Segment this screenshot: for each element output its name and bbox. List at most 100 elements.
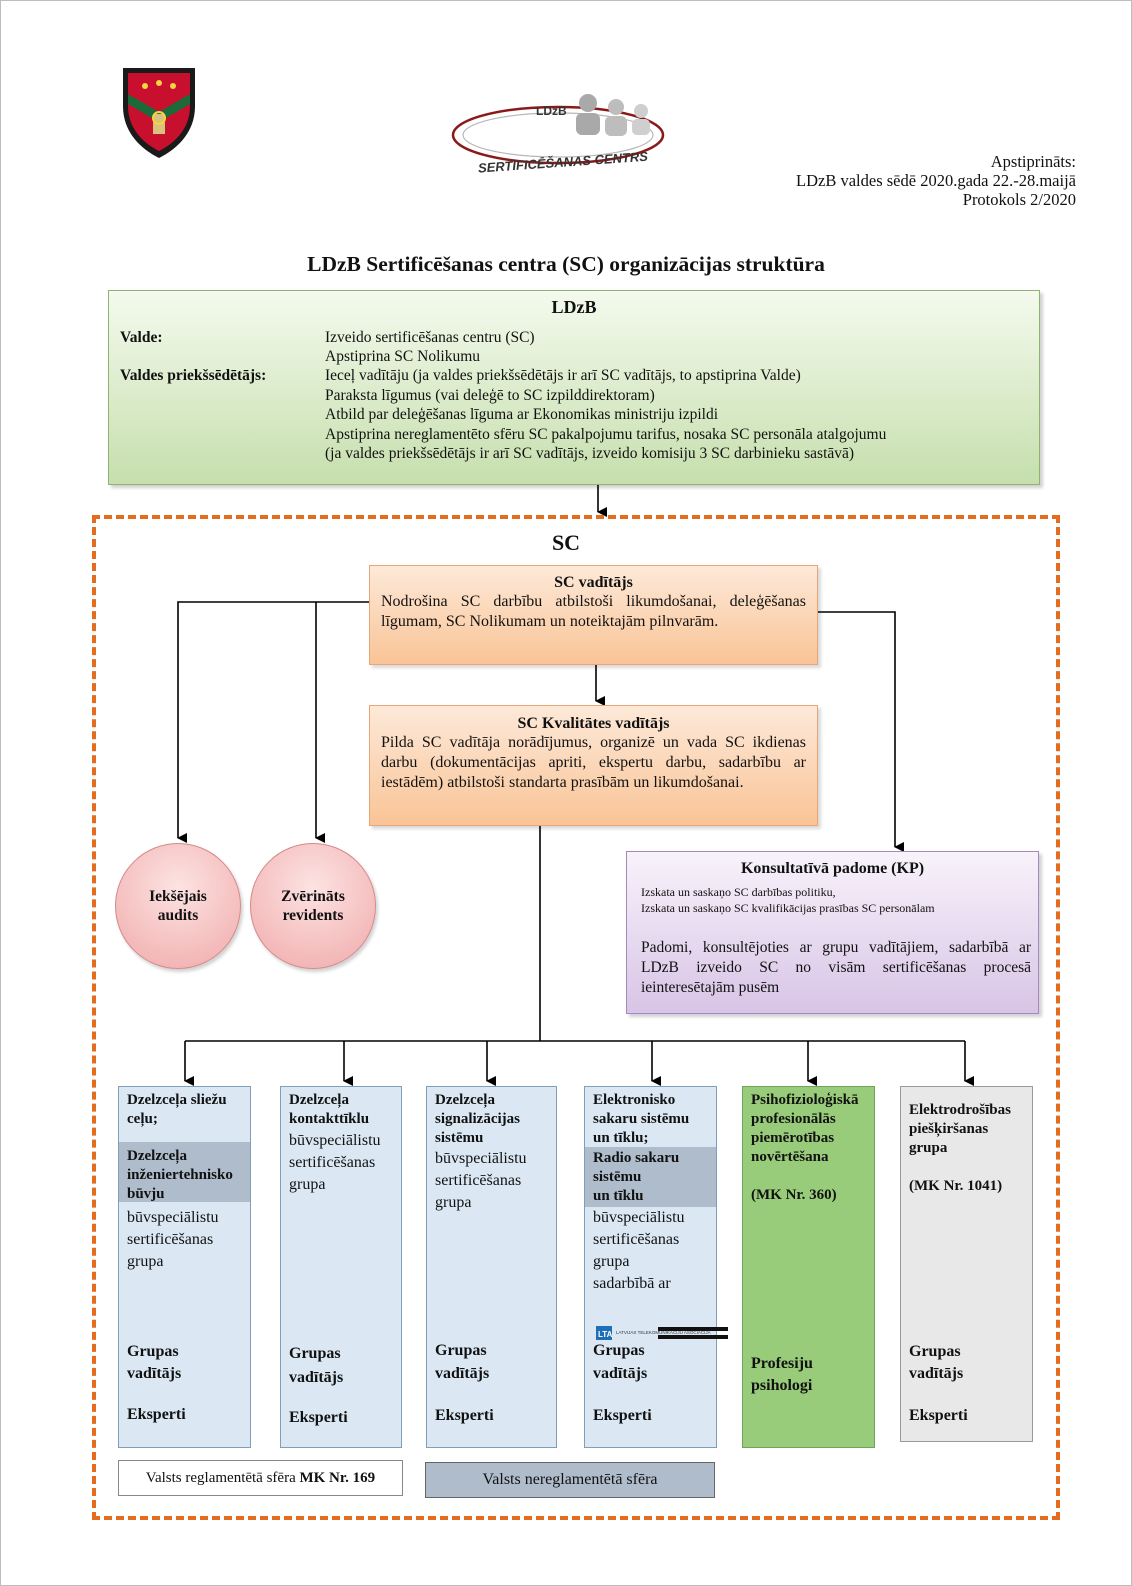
group-lead-line: psihologi <box>751 1377 813 1394</box>
ldzb-box: LDzB Valde: Izveido sertificēšanas centr… <box>108 290 1040 485</box>
group-experts: Eksperti <box>289 1409 348 1426</box>
group-desc-line: grupa <box>127 1253 164 1270</box>
group-title-line: sakaru sistēmu <box>593 1111 690 1127</box>
group-highlight-band <box>119 1142 250 1202</box>
ldzb-heading: LDzB <box>551 297 597 317</box>
group-title-line: novērtēšana <box>751 1149 829 1165</box>
advisory-council-text: Padomi, konsultējoties ar grupu vadītāji… <box>641 939 1031 996</box>
group-experts: Eksperti <box>127 1406 186 1423</box>
sworn-auditor-circle: Zvērināts revidents <box>250 843 376 969</box>
group-title-line: signalizācijas <box>435 1111 520 1127</box>
group-lead-line: Grupas <box>435 1342 487 1359</box>
group-title-line: Elektrodrošības <box>909 1102 1011 1118</box>
chair-item: (ja valdes priekšsēdētājs ir arī SC vadī… <box>325 445 855 462</box>
group-title-line: būvju <box>127 1186 165 1202</box>
sc-quality-box: SC Kvalitātes vadītājs Pilda SC vadītāja… <box>369 705 818 826</box>
group-desc-line: būvspeciālistu <box>593 1209 685 1226</box>
advisory-council-box: Konsultatīvā padome (KP) Izskata un sask… <box>626 851 1039 1014</box>
group-desc-line: būvspeciālistu <box>289 1132 381 1149</box>
center-logo-top-text: LDzB <box>536 104 567 118</box>
group-lead-line: vadītājs <box>435 1365 490 1382</box>
group-title-line: Dzelzceļa <box>127 1148 187 1164</box>
valde-item: Apstiprina SC Nolikumu <box>325 348 481 365</box>
group-title-line: inženiertehnisko <box>127 1167 233 1183</box>
svg-text:LTA: LTA <box>598 1330 613 1339</box>
group-lead-line: Grupas <box>909 1343 961 1360</box>
group-title-line: sistēmu <box>435 1130 484 1146</box>
group-regulation: (MK Nr. 1041) <box>909 1178 1003 1194</box>
group-title-line: profesionālās <box>751 1111 836 1127</box>
group-title-line: Radio sakaru <box>593 1150 680 1166</box>
group-experts: Eksperti <box>909 1407 968 1424</box>
group-rail-track: Dzelzceļa sliežu ceļu; Dzelzceļa inženie… <box>118 1086 251 1448</box>
group-lead-line: vadītājs <box>289 1369 344 1386</box>
regulated-sphere-regulation: MK Nr. 169 <box>299 1469 376 1486</box>
group-title-line: un tīklu; <box>593 1130 649 1146</box>
group-title-line: Dzelzceļa <box>435 1092 495 1108</box>
sc-head-text: Nodrošina SC darbību atbilstoši likumdoš… <box>381 593 806 630</box>
group-desc-line: grupa <box>593 1253 630 1270</box>
group-title-line: Dzelzceļa <box>289 1092 349 1108</box>
approval-line-1: Apstiprināts: <box>990 152 1076 171</box>
sc-quality-title: SC Kvalitātes vadītājs <box>517 715 670 732</box>
regulated-sphere-legend: Valsts reglamentētā sfēra MK Nr. 169 <box>118 1460 403 1496</box>
internal-audit-line-2: audits <box>157 907 199 924</box>
chair-item: Ieceļ vadītāju (ja valdes priekšsēdētājs… <box>325 367 801 384</box>
chair-item: Apstiprina nereglamentēto sfēru SC pakal… <box>325 426 887 443</box>
group-desc-line: sertificēšanas <box>593 1231 680 1248</box>
group-electronic-communications: Elektronisko sakaru sistēmu un tīklu; Ra… <box>584 1086 717 1448</box>
group-psychophysiological: Psihofizioloģiskā profesionālās piemērot… <box>742 1086 875 1448</box>
group-title-line: piemērotības <box>751 1130 835 1146</box>
approval-line-3: Protokols 2/2020 <box>962 190 1076 209</box>
group-experts: Eksperti <box>435 1407 494 1424</box>
railway-crest-logo <box>123 68 195 158</box>
group-lead-line: vadītājs <box>127 1365 182 1382</box>
group-title-line: kontakttīklu <box>289 1111 370 1127</box>
internal-audit-circle: Iekšējais audits <box>115 843 241 969</box>
group-lead-line: Profesiju <box>751 1355 813 1372</box>
group-title-line: piešķiršanas <box>909 1121 989 1137</box>
group-desc-line: grupa <box>435 1194 472 1211</box>
chair-item: Atbild par deleģēšanas līguma ar Ekonomi… <box>325 406 719 423</box>
group-overhead-line: Dzelzceļa kontakttīklu būvspeciālistu se… <box>280 1086 402 1448</box>
group-title-line: sistēmu <box>593 1169 642 1185</box>
group-desc-line: būvspeciālistu <box>127 1209 219 1226</box>
chair-item: Paraksta līgumus (vai deleģē to SC izpil… <box>325 387 655 404</box>
unregulated-sphere-legend: Valsts nereglamentētā sfēra <box>425 1462 715 1498</box>
group-desc-line: sertificēšanas <box>127 1231 214 1248</box>
group-highlight-band <box>585 1147 716 1207</box>
sworn-auditor-line-1: Zvērināts <box>281 888 345 905</box>
sworn-auditor-line-2: revidents <box>282 907 344 924</box>
sc-head-title: SC vadītājs <box>554 574 633 591</box>
group-lead-line: vadītājs <box>593 1365 648 1382</box>
sc-quality-text: Pilda SC vadītāja norādījumus, organizē … <box>381 734 806 791</box>
group-lead-line: Grupas <box>289 1345 341 1362</box>
internal-audit-line-1: Iekšējais <box>149 888 207 905</box>
group-desc-line: būvspeciālistu <box>435 1150 527 1167</box>
group-electrical-safety: Elektrodrošības piešķiršanas grupa (MK N… <box>900 1086 1033 1442</box>
approval-block: Apstiprināts: LDzB valdes sēdē 2020.gada… <box>796 152 1076 209</box>
group-experts: Eksperti <box>593 1407 652 1424</box>
advisory-council-duty: Izskata un saskaņo SC darbības politiku, <box>641 885 836 899</box>
group-title-line: Elektronisko <box>593 1092 676 1108</box>
group-signalling: Dzelzceļa signalizācijas sistēmu būvspec… <box>426 1086 557 1448</box>
approval-line-2: LDzB valdes sēdē 2020.gada 22.-28.maijā <box>796 171 1076 190</box>
group-desc-line: sertificēšanas <box>289 1154 376 1171</box>
advisory-council-title: Konsultatīvā padome (KP) <box>740 860 925 877</box>
sc-frame <box>92 515 1060 1520</box>
group-regulation: (MK Nr. 360) <box>751 1187 837 1203</box>
chair-label: Valdes priekšsēdētājs: <box>120 367 267 384</box>
group-lead-line: Grupas <box>593 1342 645 1359</box>
valde-item: Izveido sertificēšanas centru (SC) <box>325 329 535 346</box>
group-title-line: Psihofizioloģiskā <box>751 1092 859 1108</box>
regulated-sphere-text: Valsts reglamentētā sfēra <box>145 1469 300 1486</box>
telecom-association-text: LATVIJAS TELEKOMUNIKĀCIJU ASOCIĀCIJA <box>616 1329 711 1335</box>
valde-label: Valde: <box>120 329 163 346</box>
group-title-line: ceļu; <box>127 1111 158 1127</box>
group-title-line: Dzelzceļa sliežu <box>127 1092 227 1108</box>
group-desc-line: grupa <box>289 1176 326 1193</box>
group-title-line: grupa <box>909 1140 948 1156</box>
telecom-association-logo: LTA LATVIJAS TELEKOMUNIKĀCIJU ASOCIĀCIJA <box>596 1326 728 1340</box>
group-desc-line: sadarbībā ar <box>593 1275 671 1292</box>
